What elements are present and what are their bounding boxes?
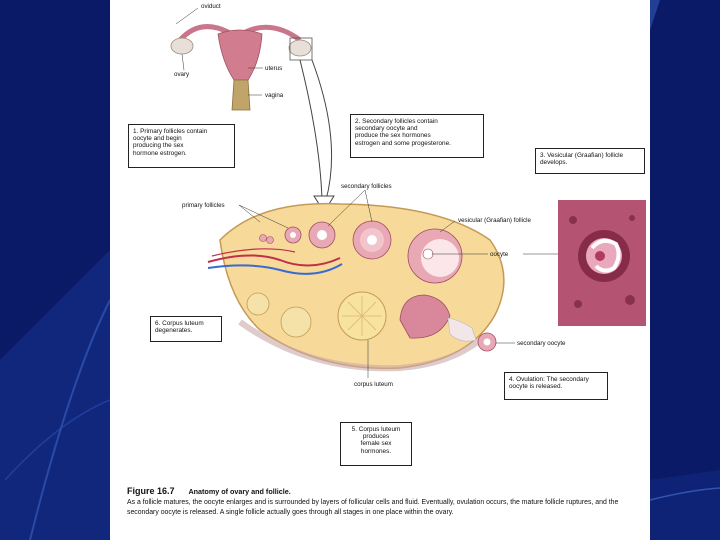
label-vagina: vagina [265,92,284,99]
label-uterus: uterus [265,65,282,72]
label-secondary-oocyte: secondary oocyte [517,340,566,347]
step-1-box: 1. Primary follicles contain oocyte and … [128,124,235,168]
label-primary-follicles: primary follicles [182,202,225,209]
uterus-illustration [170,24,313,111]
step-5-box: 5. Corpus luteum produces female sex hor… [340,422,412,466]
label-oviduct: oviduct [201,3,221,10]
ovary-diagram: oviduct ovary uterus vagina primary foll… [170,3,590,388]
vesicular-follicle-mark [407,228,463,284]
ruptured-follicle-mark [399,294,497,352]
label-ovary: ovary [174,71,190,78]
label-corpus-luteum: corpus luteum [354,381,393,388]
follicle-micrograph [558,200,646,326]
label-vesicular-follicle: vesicular (Graafian) follicle [458,217,531,224]
label-oocyte: oocyte [490,251,509,258]
figure-slide: oviduct ovary uterus vagina primary foll… [110,0,650,540]
figure-title: Anatomy of ovary and follicle. [188,487,291,496]
secondary-follicle-marks [308,220,392,260]
figure-caption: Figure 16.7 Anatomy of ovary and follicl… [127,486,637,518]
step-4-box: 4. Ovulation: The secondary oocyte is re… [504,372,608,400]
step-2-box: 2. Secondary follicles contain secondary… [350,114,484,158]
corpus-luteum-marks [246,291,387,341]
step-3-box: 3. Vesicular (Graafian) follicle develop… [535,148,645,174]
label-secondary-follicles: secondary follicles [341,183,392,190]
step-6-box: 6. Corpus luteum degenerates. [150,316,222,342]
primary-follicle-marks [259,226,302,244]
ovary-cross-section [207,202,505,372]
figure-number: Figure 16.7 [127,486,175,496]
figure-caption-text: As a follicle matures, the oocyte enlarg… [127,499,619,516]
